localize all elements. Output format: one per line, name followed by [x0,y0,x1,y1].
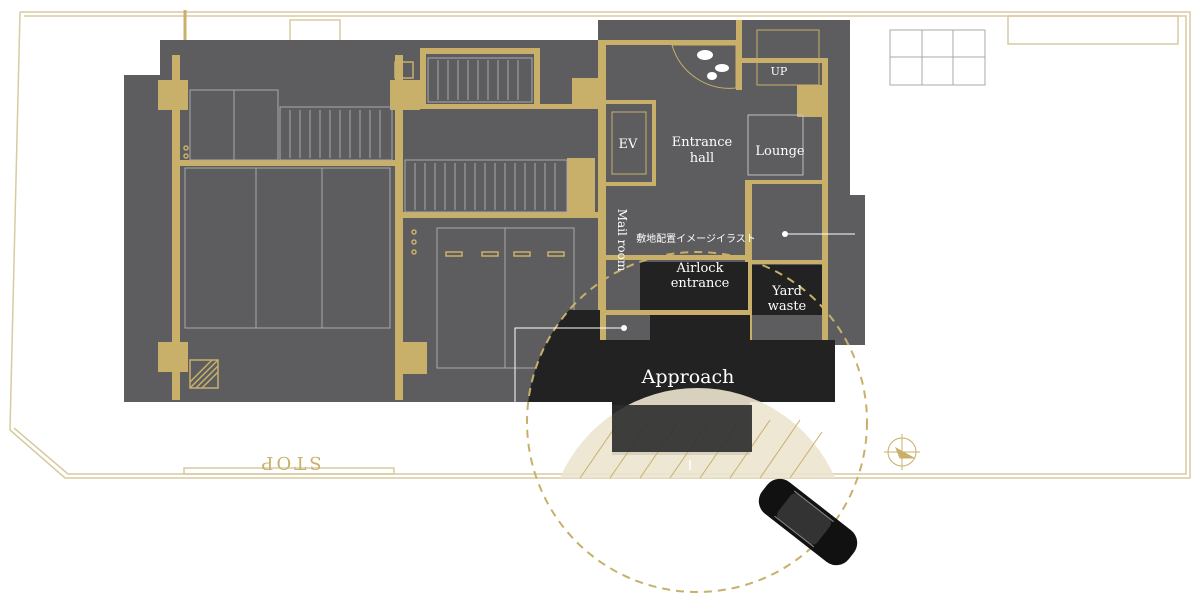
leader-lines [514,233,855,402]
label-up: UP [771,65,788,78]
stair-hatching [289,60,556,210]
label-entrance-hall: hall [690,151,714,166]
label-entrance-hall: Entrance [672,135,733,150]
compass-icon [884,434,920,470]
label-mail-room: Mail room [615,209,629,272]
leader-dot [621,325,627,331]
interior-walls [172,20,828,400]
label-site-illustration: 敷地配置イメージイラスト [636,232,756,245]
leader-dot [782,231,788,237]
label-approach: Approach [641,366,735,388]
stair-room [756,29,820,86]
label-ev: EV [619,137,638,152]
stop-marking: STOP [258,452,321,473]
parking-layout [184,29,986,369]
label-yard-waste: Yard [771,284,802,299]
car-icon [758,478,858,566]
label-airlock-entrance: entrance [671,276,730,291]
label-airlock-entrance: Airlock [676,261,724,276]
approach-area [526,251,868,593]
label-lounge: Lounge [755,144,805,159]
garden-feature [671,44,737,89]
parking-markers [183,61,565,389]
lounge-room [747,114,804,176]
label-yard-waste: waste [768,299,807,314]
ev-shaft [611,111,647,175]
